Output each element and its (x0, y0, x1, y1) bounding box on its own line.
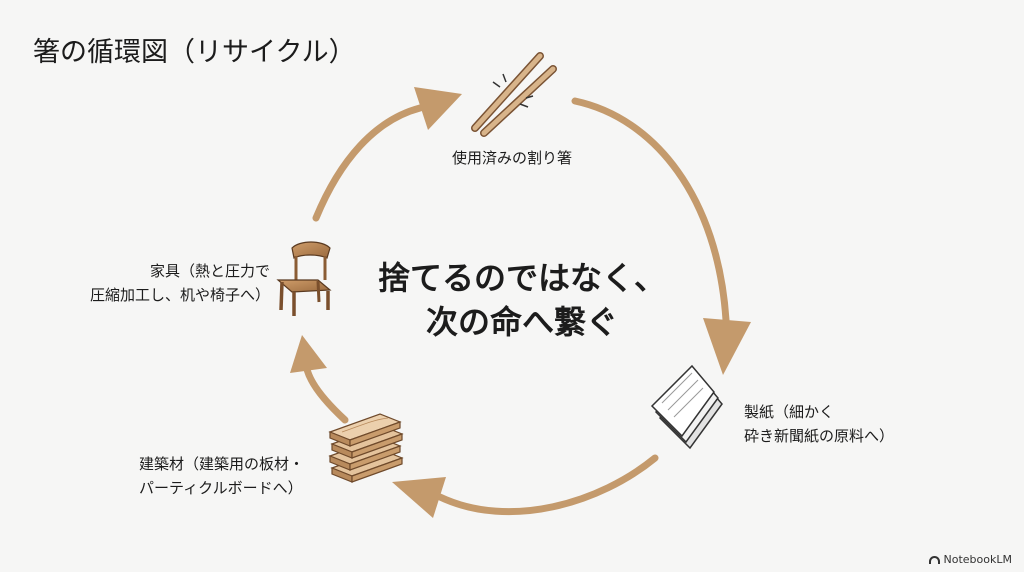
arrow-paper-to-building (392, 454, 659, 518)
label-building-material: 建築材（建築用の板材・ パーティクルボードへ） (139, 452, 304, 500)
wood-planks-icon (328, 413, 404, 483)
label-paper-making: 製紙（細かく 砕き新聞紙の原料へ） (744, 400, 894, 448)
center-message-line-1: 捨てるのではなく、 (377, 259, 666, 297)
label-paper-making-line-2: 砕き新聞紙の原料へ） (744, 427, 895, 445)
center-message: 捨てるのではなく、 次の命へ繋ぐ (372, 256, 672, 344)
label-furniture: 家具（熱と圧力で 圧縮加工し、机や椅子へ） (44, 259, 270, 307)
arrow-building-to-furniture (290, 335, 349, 424)
arrow-furniture-to-chopsticks (312, 87, 462, 222)
watermark: NotebookLM (928, 553, 1012, 566)
label-used-chopsticks-line-1: 使用済みの割り箸 (451, 149, 572, 167)
watermark-text: NotebookLM (943, 553, 1012, 566)
label-paper-making-line-1: 製紙（細かく (744, 403, 835, 421)
chair-icon (276, 241, 332, 316)
center-message-line-2: 次の命へ繋ぐ (425, 303, 618, 341)
label-building-material-line-2: パーティクルボードへ） (139, 479, 303, 497)
chopsticks-icon (471, 52, 557, 137)
label-furniture-line-2: 圧縮加工し、机や椅子へ） (89, 286, 270, 304)
notebooklm-logo-icon (928, 556, 940, 564)
label-used-chopsticks: 使用済みの割り箸 (438, 146, 586, 170)
label-building-material-line-1: 建築材（建築用の板材・ (139, 455, 305, 473)
label-furniture-line-1: 家具（熱と圧力で (149, 262, 270, 280)
arrow-chopsticks-to-paper (571, 97, 751, 375)
page-title: 箸の循環図（リサイクル） (33, 37, 356, 68)
paper-stack-icon (650, 364, 723, 450)
